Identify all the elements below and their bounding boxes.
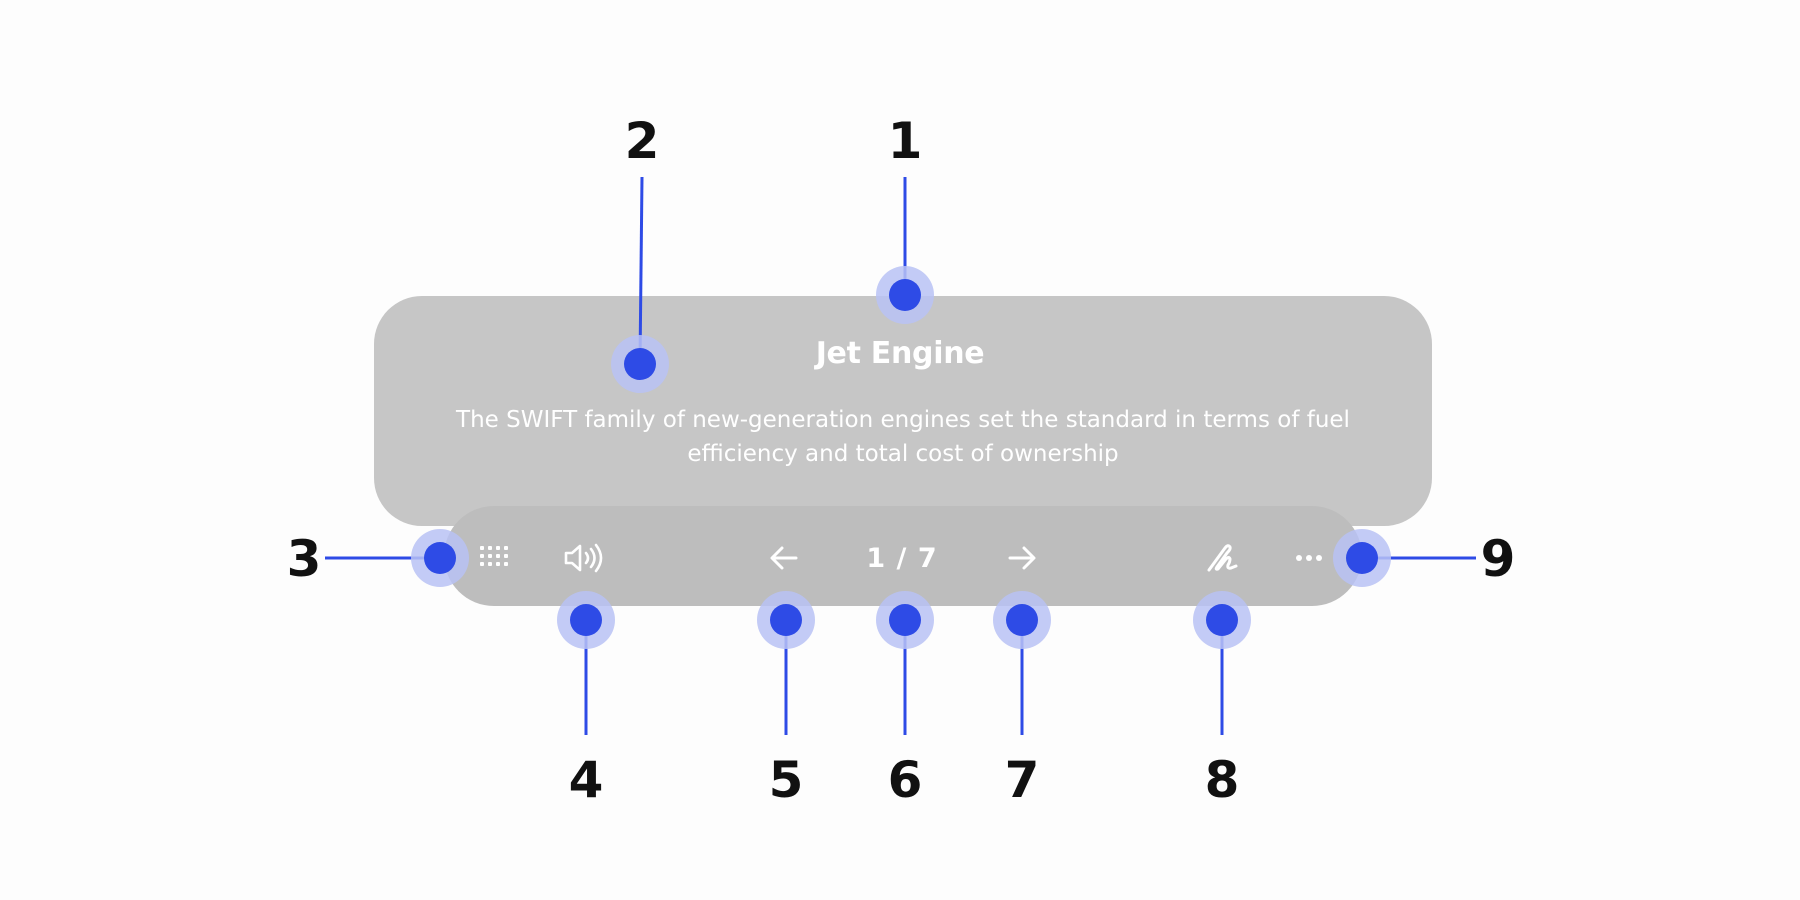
audio-button[interactable] xyxy=(562,540,606,576)
grid-button[interactable] xyxy=(478,543,512,573)
callout-number-1: 1 xyxy=(887,112,923,170)
callout-dot-7 xyxy=(993,591,1051,649)
more-button[interactable] xyxy=(1294,546,1324,570)
callout-dot-3 xyxy=(411,529,469,587)
callout-dot-4 xyxy=(557,591,615,649)
callout-number-9: 9 xyxy=(1480,530,1516,588)
previous-button[interactable] xyxy=(768,542,800,574)
next-button[interactable] xyxy=(1006,542,1038,574)
callout-number-5: 5 xyxy=(768,751,804,809)
title-card xyxy=(374,296,1432,526)
callout-number-3: 3 xyxy=(286,530,322,588)
card-title: Jet Engine xyxy=(815,336,985,371)
callout-number-6: 6 xyxy=(887,751,923,809)
grid-icon xyxy=(480,546,508,566)
arrow-right-icon xyxy=(1008,546,1036,570)
callout-line-2 xyxy=(638,176,644,365)
speaker-icon xyxy=(564,543,603,573)
callout-number-7: 7 xyxy=(1004,751,1040,809)
callout-number-2: 2 xyxy=(624,112,660,170)
callout-dot-1 xyxy=(876,266,934,324)
annotate-button[interactable] xyxy=(1204,540,1240,576)
card-description: The SWIFT family of new-generation engin… xyxy=(456,407,1350,467)
callout-dot-2 xyxy=(611,335,669,393)
callout-number-8: 8 xyxy=(1204,751,1240,809)
callout-dot-9 xyxy=(1333,529,1391,587)
more-icon xyxy=(1296,555,1322,561)
callout-number-4: 4 xyxy=(568,751,604,809)
page-indicator: 1 / 7 xyxy=(866,542,938,574)
callout-dot-6 xyxy=(876,591,934,649)
pen-icon xyxy=(1207,544,1238,572)
callout-dots xyxy=(411,266,1391,649)
toolbar xyxy=(444,506,1362,606)
callout-dot-8 xyxy=(1193,591,1251,649)
callout-dot-5 xyxy=(757,591,815,649)
arrow-left-icon xyxy=(770,546,798,570)
